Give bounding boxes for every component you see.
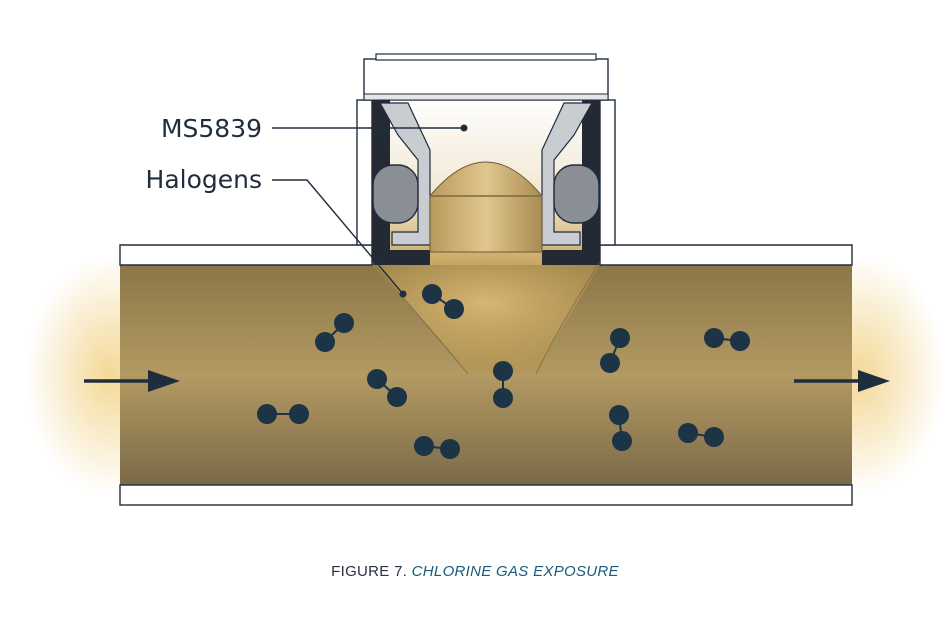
funnel-edge-right: [535, 261, 601, 375]
inlet-arrow-icon: [84, 370, 180, 392]
flange-left: [378, 102, 431, 246]
chlorine-atom: [612, 431, 632, 451]
chlorine-molecule: [422, 284, 464, 319]
chlorine-atom: [257, 404, 277, 424]
halogens-label: Halogens: [146, 165, 262, 194]
chlorine-molecule: [414, 436, 460, 459]
chlorine-atom: [493, 388, 513, 408]
chlorine-atom: [609, 405, 629, 425]
chlorine-molecule: [704, 328, 750, 351]
housing-right-wall: [599, 99, 616, 246]
chlorine-atom: [440, 439, 460, 459]
o-ring-right: [553, 164, 600, 224]
gasket-seat-right: [542, 100, 600, 265]
chlorine-molecule: [600, 328, 630, 373]
sensor-cap-top: [375, 53, 597, 61]
chlorine-atom: [422, 284, 442, 304]
chlorine-atom: [315, 332, 335, 352]
halogens-callout-line: [272, 179, 404, 295]
sensor-callout-dot: [460, 124, 468, 132]
chlorine-atom: [704, 328, 724, 348]
chlorine-molecules: [257, 284, 750, 459]
chlorine-molecule: [257, 404, 309, 424]
chlorine-atom: [600, 353, 620, 373]
chlorine-molecule: [493, 361, 513, 408]
chlorine-molecule: [678, 423, 724, 447]
chlorine-atom: [334, 313, 354, 333]
chlorine-atom: [387, 387, 407, 407]
chlorine-atom: [704, 427, 724, 447]
chlorine-atom: [289, 404, 309, 424]
chlorine-atom: [367, 369, 387, 389]
chlorine-atom: [678, 423, 698, 443]
halogens-callout-dot: [399, 290, 407, 298]
figure-caption: FIGURE 7. CHLORINE GAS EXPOSURE: [0, 563, 950, 580]
chlorine-atom: [730, 331, 750, 351]
outlet-arrow-icon: [794, 370, 890, 392]
chlorine-atom: [414, 436, 434, 456]
chlorine-atom: [610, 328, 630, 348]
figure-title: CHLORINE GAS EXPOSURE: [411, 563, 619, 580]
pipe-bottom-wall: [119, 484, 853, 506]
sensor-label: MS5839: [161, 114, 262, 143]
gasket-seat-left: [372, 100, 430, 265]
chlorine-molecule: [609, 405, 632, 451]
chlorine-molecule: [315, 313, 354, 352]
sensor-cap-seam: [363, 93, 609, 101]
chlorine-molecule: [367, 369, 407, 407]
chlorine-atom: [493, 361, 513, 381]
figure-number: FIGURE 7.: [331, 563, 408, 580]
chlorine-atom: [444, 299, 464, 319]
flange-right: [541, 102, 594, 246]
funnel-edge-left: [371, 261, 469, 375]
o-ring-left: [372, 164, 419, 224]
housing-left-wall: [356, 99, 373, 246]
